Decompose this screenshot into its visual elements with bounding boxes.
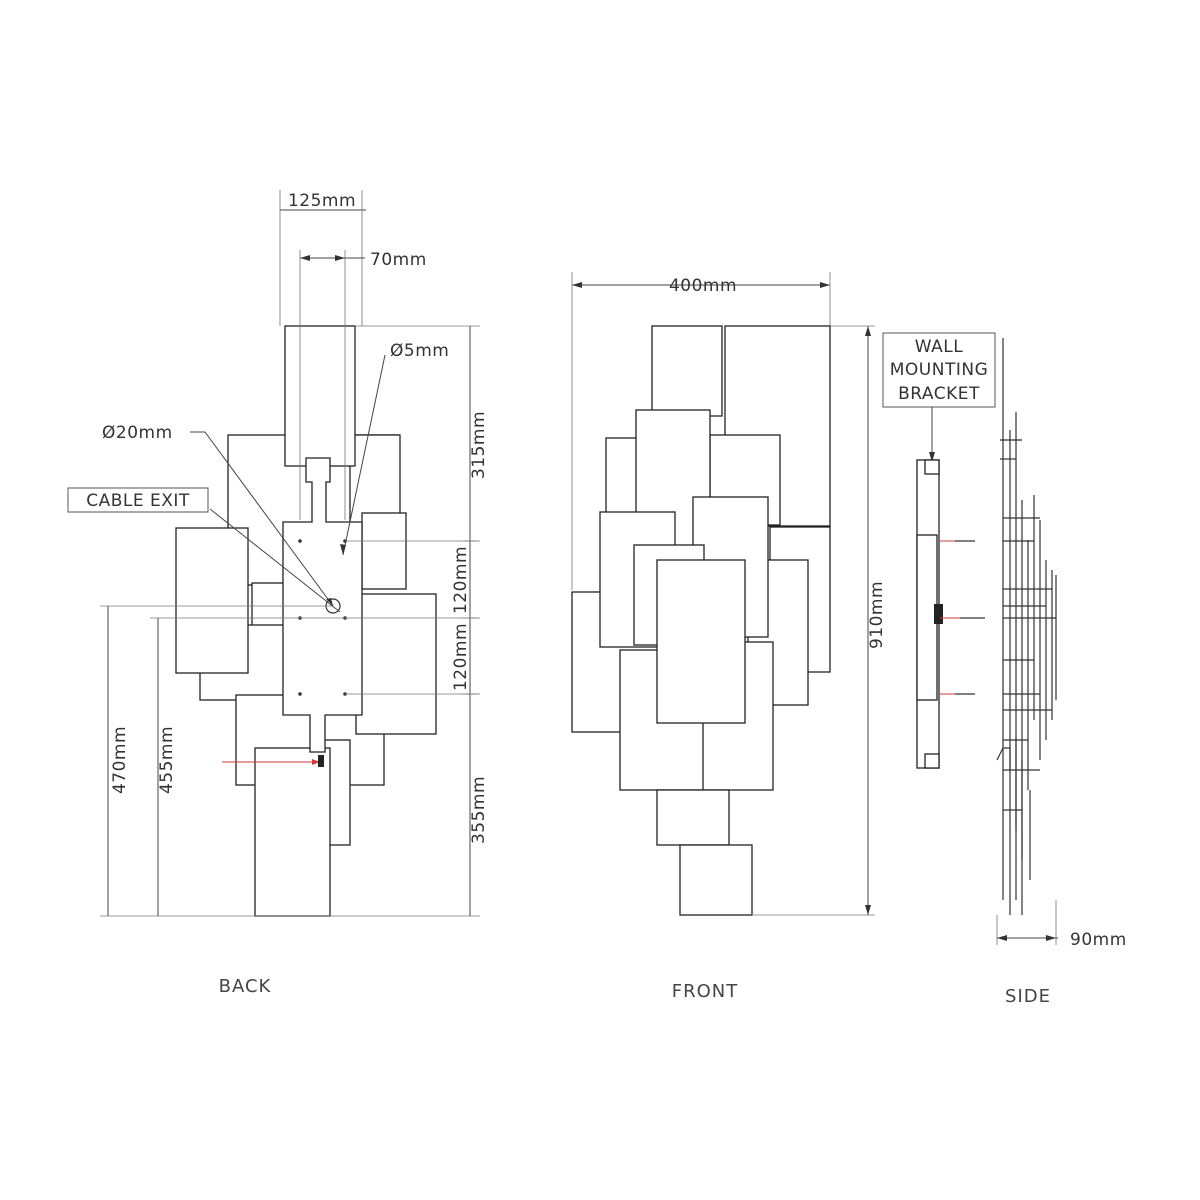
back-panel	[361, 512, 407, 590]
hook	[996, 747, 1011, 770]
dim-455mm: 455mm	[157, 726, 177, 794]
back-panel-top	[284, 325, 356, 467]
back-panel	[175, 527, 249, 674]
bracket-tab	[924, 753, 940, 769]
front-panel	[656, 789, 730, 846]
wall-mounting-bracket-box	[882, 332, 996, 408]
dim-315mm: 315mm	[469, 411, 489, 479]
dim-diameter-20mm: Ø20mm	[102, 423, 173, 443]
back-view	[100, 190, 480, 917]
screw-hole	[298, 692, 302, 696]
bracket-label-line-1: WALL	[915, 337, 963, 357]
dim-120mm-lower: 120mm	[451, 623, 471, 691]
front-panel	[651, 325, 723, 417]
bracket-label-line-2: MOUNTING	[890, 360, 989, 380]
back-mounting-plate	[282, 457, 363, 753]
cable-exit-box	[67, 487, 209, 513]
dim-910mm: 910mm	[867, 581, 887, 649]
back-panel	[355, 593, 437, 735]
cable-grommet	[934, 604, 943, 624]
front-panel-center	[656, 559, 746, 724]
dim-400mm: 400mm	[669, 276, 737, 296]
dim-120mm-upper: 120mm	[451, 546, 471, 614]
side-view	[882, 332, 1058, 945]
dim-470mm: 470mm	[110, 726, 130, 794]
bracket-tab	[924, 459, 940, 475]
front-view	[571, 272, 875, 916]
cable-exit-label: CABLE EXIT	[86, 491, 190, 511]
dim-diameter-5mm: Ø5mm	[390, 341, 449, 361]
dim-90mm: 90mm	[1070, 930, 1127, 950]
screw-hole	[298, 539, 302, 543]
bracket-label-line-3: BRACKET	[898, 384, 980, 404]
side-view-label: SIDE	[1005, 986, 1051, 1007]
front-panel	[679, 844, 753, 916]
dim-355mm: 355mm	[469, 776, 489, 844]
back-view-label: BACK	[219, 976, 272, 997]
dim-125mm: 125mm	[288, 191, 356, 211]
front-view-label: FRONT	[672, 981, 739, 1002]
back-panel-bottom	[254, 747, 331, 917]
dim-70mm: 70mm	[370, 250, 427, 270]
